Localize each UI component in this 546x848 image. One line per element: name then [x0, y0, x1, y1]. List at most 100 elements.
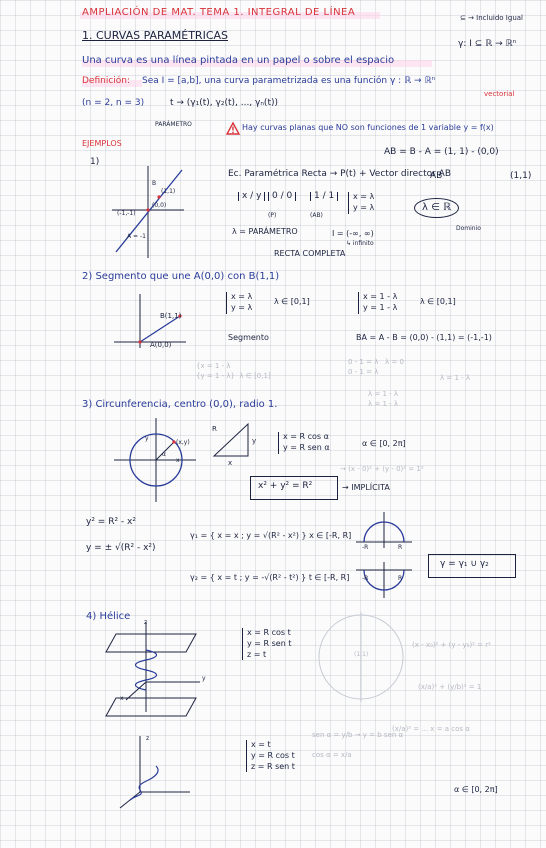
- union-equation: γ = γ₁ ∪ γ₂: [440, 559, 489, 569]
- alpha-label: α: [162, 451, 166, 458]
- faint-formula-a: (x - x₀)² + (y - y₀)² = r²: [412, 641, 491, 649]
- vector-ab-label: (AB): [310, 212, 323, 219]
- matrix-xy: x / y: [238, 192, 266, 201]
- example-1-number: 1): [90, 157, 100, 167]
- component-map: t → (γ₁(t), γ₂(t), ..., γₙ(t)): [170, 98, 278, 108]
- faint-system-1: {x = 1 - λ {y = 1 - λ} λ ∈ [0,1]: [196, 362, 271, 380]
- lower-plus-r: R: [398, 575, 403, 582]
- upper-plus-r: R: [398, 544, 403, 551]
- axis-z-label-2: z: [146, 735, 150, 742]
- segment-graph: [114, 294, 186, 348]
- point-m11-label: (-1,-1): [117, 210, 136, 217]
- triangle-x: x: [228, 459, 233, 467]
- full-line-label: RECTA COMPLETA: [274, 249, 346, 258]
- axis-x-label: x: [120, 695, 124, 702]
- system-xy: x = λ y = λ: [348, 192, 374, 214]
- interval: I = (-∞, ∞): [332, 229, 374, 238]
- circle-graph: [114, 418, 196, 502]
- point-11-label: (1,1): [161, 188, 176, 195]
- faint-formula-b: (x/a)² + (y/b)² = 1: [418, 683, 482, 691]
- union-box: [428, 554, 516, 578]
- gamma-2: γ₂ = { x = t ; y = -√(R² - t²) } t ∈ [-R…: [190, 573, 350, 582]
- definition-text: Sea I = [a,b], una curva parametrizada e…: [142, 76, 436, 86]
- warning-icon: [225, 121, 241, 135]
- vector-note: vectorial: [484, 90, 515, 98]
- origin-label: (0,0): [152, 202, 167, 209]
- helix-graph: [105, 622, 200, 717]
- definition-label: Definición:: [82, 76, 131, 86]
- upper-semicircle: [356, 512, 412, 548]
- n-values: (n = 2, n = 3): [82, 98, 145, 108]
- point-a-label-2: A(0,0): [150, 341, 172, 349]
- faint-formula-e: cos α = x/a: [312, 751, 352, 759]
- point-xy-label: (x,y): [176, 439, 190, 446]
- page-title: AMPLIACIÓN DE MAT. TEMA 1. INTEGRAL DE L…: [82, 7, 356, 18]
- point-p-label: (P): [268, 212, 277, 219]
- lambda-param: λ = PARÁMETRO: [232, 227, 298, 236]
- title-highlight: [80, 12, 380, 19]
- faint-formula-d: sen α = y/b → y = b sen α: [312, 731, 404, 739]
- ba-formula: BA = A - B = (0,0) - (1,1) = (-1,-1): [356, 333, 492, 342]
- helix-system-2: x = t y = R cos t z = R sen t: [246, 740, 295, 773]
- curve-sentence: Una curva es una línea pintada en un pap…: [82, 55, 395, 66]
- faint-system-3: λ = 1 - λ λ = 1 - λ: [368, 390, 399, 408]
- circle-range: α ∈ [0, 2π]: [362, 439, 406, 448]
- warning-text: Hay curvas planas que NO son funciones d…: [242, 123, 494, 132]
- segment-label: Segmento: [228, 333, 269, 342]
- examples-label: EJEMPLOS: [82, 139, 122, 148]
- matrix-p: 0 / 0: [268, 192, 297, 201]
- x-label: x: [176, 457, 180, 464]
- angle-range: α ∈ [0, 2π]: [454, 785, 498, 794]
- y-root: y = ± √(R² - x²): [86, 543, 156, 553]
- segment-system-2: x = 1 - λ y = 1 - λ: [358, 292, 397, 314]
- dominio-label: Dominio: [456, 225, 481, 232]
- point-b-label-2: B(1,1): [160, 312, 182, 320]
- helix-graph-2: [119, 736, 190, 809]
- faint-circle: [318, 612, 404, 702]
- faint-point: (1,1): [354, 651, 369, 658]
- faint-formula-c: (x/a)² = ... x = a cos α: [392, 725, 470, 733]
- faint-circle-eq: → (x - 0)² + (y - 0)² = 1²: [340, 465, 424, 473]
- y-squared: y² = R² - x²: [86, 517, 136, 527]
- a-label: A = -1: [127, 233, 146, 240]
- segment-system-1: x = λ y = λ: [226, 292, 252, 314]
- upper-minus-r: -R: [362, 544, 369, 551]
- axis-y-label: y: [202, 675, 206, 682]
- lower-minus-r: -R: [362, 575, 369, 582]
- map-right: γ: I ⊆ ℝ → ℝⁿ: [458, 39, 517, 49]
- point-b-label: B: [152, 180, 157, 187]
- param-eq-title: Ec. Paramétrica Recta → P(t) + Vector di…: [228, 169, 452, 179]
- section-heading: 1. CURVAS PARAMÉTRICAS: [82, 29, 229, 42]
- faint-system-2: 0 - 1 = λ λ = 0 0 - 1 = λ: [348, 358, 404, 376]
- lambda-real: λ ∈ ℝ: [414, 198, 459, 218]
- ab-vector: AB: [430, 171, 443, 181]
- axis-z-label: z: [144, 619, 148, 626]
- example-4-heading: 4) Hélice: [86, 611, 131, 622]
- example-3-heading: 3) Circunferencia, centro (0,0), radio 1…: [82, 399, 278, 410]
- implicit-label: → IMPLÍCITA: [342, 483, 390, 492]
- triangle-r: R: [212, 425, 217, 433]
- definition-highlight: [82, 80, 142, 87]
- implicit-box: [250, 476, 338, 500]
- faint-system-4: λ = 1 - λ: [440, 374, 471, 382]
- y-label: y: [145, 435, 149, 442]
- helix-system-1: x = R cos t y = R sen t z = t: [242, 628, 291, 661]
- gamma-1: γ₁ = { x = x ; y = √(R² - x²) } x ∈ [-R,…: [190, 531, 352, 540]
- parameter-note: PARÁMETRO: [155, 121, 192, 128]
- implicit-equation: x² + y² = R²: [258, 481, 313, 491]
- lower-semicircle: [356, 562, 412, 598]
- triangle-sketch: [212, 422, 249, 457]
- infinito-note: ↳ infinito: [346, 240, 374, 247]
- segment-range-2: λ ∈ [0,1]: [420, 297, 456, 306]
- ab-result: (1,1): [510, 171, 532, 181]
- segment-range-1: λ ∈ [0,1]: [274, 297, 310, 306]
- top-right-note: ⊆ → Incluido Igual: [460, 14, 523, 22]
- line-graph: [112, 166, 184, 258]
- triangle-y: y: [252, 437, 257, 445]
- ab-formula: AB = B - A = (1, 1) - (0,0): [384, 147, 499, 157]
- circle-system: x = R cos α y = R sen α: [278, 432, 330, 454]
- sentence-highlight: [82, 60, 432, 67]
- example-2-heading: 2) Segmento que une A(0,0) con B(1,1): [82, 271, 280, 282]
- matrix-ab: 1 / 1: [310, 192, 339, 201]
